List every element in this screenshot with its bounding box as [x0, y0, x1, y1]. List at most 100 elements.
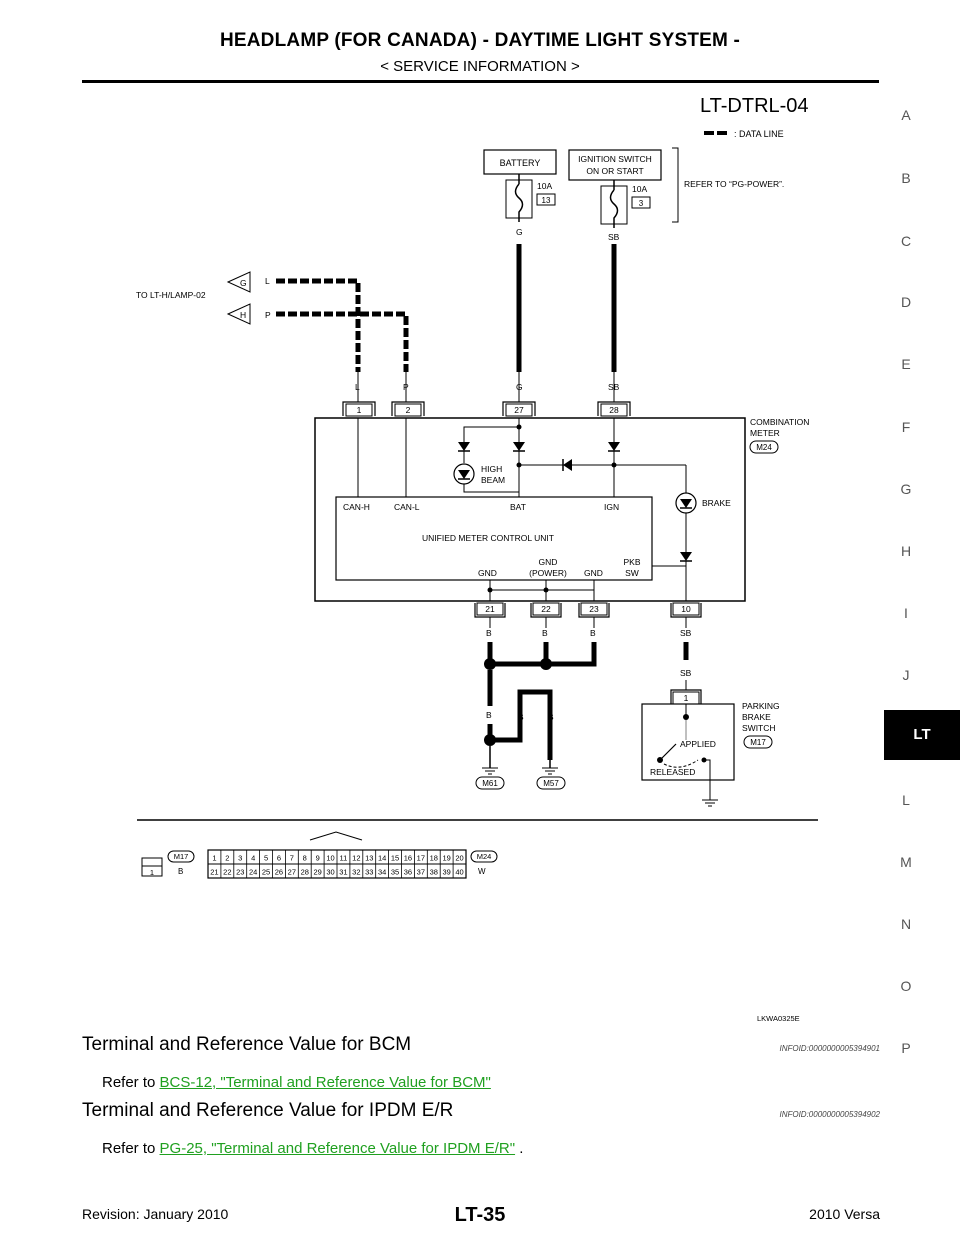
m24-pin-cell: 25 [262, 868, 270, 877]
wire-label-b-22: B [542, 628, 548, 638]
m24-pin-cell: 17 [417, 854, 425, 863]
m24-pin-cell: 18 [430, 854, 438, 863]
m24-pin-cell: 39 [442, 868, 450, 877]
pbs-label-2: BRAKE [742, 712, 771, 722]
switch-contact-icon [659, 743, 677, 761]
high-beam-label-2: BEAM [481, 475, 505, 485]
m24-pin-cell: 27 [288, 868, 296, 877]
fuse-3-number: 3 [639, 199, 644, 208]
connector-h: H [240, 310, 246, 320]
m24-pin-cell: 1 [212, 854, 216, 863]
side-index-i[interactable]: I [904, 605, 908, 621]
fuse-13-amp: 10A [537, 181, 552, 191]
side-index-h[interactable]: H [900, 543, 912, 559]
infoid-bcm: INFOID:0000000005394901 [779, 1044, 880, 1053]
m24-pin-cell: 29 [313, 868, 321, 877]
figure-code: LKWA0325E [757, 1014, 800, 1023]
side-index-m[interactable]: M [900, 854, 912, 870]
m24-pin-cell: 20 [455, 854, 463, 863]
diode-brake-feed [563, 459, 572, 471]
pbs-label-1: PARKING [742, 701, 780, 711]
bat-label: BAT [510, 502, 526, 512]
fuse-13-icon [514, 174, 524, 222]
m24-connector-label: M24 [477, 852, 492, 861]
footer-page-number: LT-35 [454, 1204, 506, 1226]
footer-model: 2010 Versa [809, 1206, 880, 1222]
m24-pin-cell: 37 [417, 868, 425, 877]
section-title-ipdm: Terminal and Reference Value for IPDM E/… [82, 1100, 454, 1121]
m17-label: M17 [750, 738, 766, 747]
side-index-l[interactable]: L [902, 792, 910, 808]
ignition-label-1: IGNITION SWITCH [578, 154, 652, 164]
diagram-id: LT-DTRL-04 [700, 95, 809, 117]
pin-2: 2 [406, 405, 411, 415]
side-index-o[interactable]: O [900, 978, 912, 994]
link-bcs-12[interactable]: BCS-12, "Terminal and Reference Value fo… [159, 1074, 491, 1091]
data-line-l [276, 278, 361, 372]
diode-pkb [680, 552, 692, 561]
infoid-ipdm: INFOID:0000000005394902 [779, 1110, 880, 1119]
side-index-c[interactable]: C [900, 233, 912, 249]
section-subtitle: < SERVICE INFORMATION > [380, 58, 580, 75]
connector-g-arrow [226, 271, 251, 293]
link-pg-25[interactable]: PG-25, "Terminal and Reference Value for… [159, 1140, 516, 1157]
pbs-label-3: SWITCH [742, 723, 776, 733]
side-index-j[interactable]: J [902, 667, 910, 683]
combination-meter-label-2: METER [750, 428, 780, 438]
data-line-p [276, 311, 409, 372]
m24-pin-cell: 24 [249, 868, 257, 877]
m24-pin-cell: 9 [316, 854, 320, 863]
diode-bat [513, 442, 525, 451]
m17-pin-1: 1 [684, 693, 689, 703]
pin-27: 27 [514, 405, 524, 415]
side-index-lt-active[interactable]: LT [884, 710, 960, 760]
pin-1: 1 [357, 405, 362, 415]
umcu-label: UNIFIED METER CONTROL UNIT [422, 533, 554, 543]
side-index-p[interactable]: P [901, 1040, 911, 1056]
wire-label-b-m61: B [486, 710, 492, 720]
ground-switch-icon [702, 799, 718, 807]
m61-badge [475, 776, 505, 790]
refer-bcm: Refer to BCS-12, "Terminal and Reference… [102, 1074, 491, 1091]
m17-badge [743, 735, 773, 749]
to-lamp-label: TO LT-H/LAMP-02 [136, 290, 206, 300]
side-index-g[interactable]: G [900, 481, 912, 497]
gnd-label-1: GND [478, 568, 497, 578]
m24-pin-cell: 38 [430, 868, 438, 877]
m17-connector-badge [167, 850, 195, 863]
m24-pin-cell: 26 [275, 868, 283, 877]
m24-pin-cell: 3 [238, 854, 242, 863]
side-index-e[interactable]: E [901, 356, 911, 372]
m24-pin-cell: 6 [277, 854, 281, 863]
m24-pin-cell: 4 [251, 854, 255, 863]
m24-label: M24 [756, 443, 772, 452]
m24-pin-cell: 14 [378, 854, 386, 863]
wire-label-b-b: B [548, 712, 554, 722]
gnd-power-label-2: (POWER) [529, 568, 567, 578]
combination-meter-label-1: COMBINATION [750, 417, 809, 427]
refer-ipdm-prefix: Refer to [102, 1140, 160, 1157]
side-index-n[interactable]: N [900, 916, 912, 932]
m24-connector-badge [470, 850, 498, 863]
legend-label: : DATA LINE [734, 129, 784, 139]
m24-pin-cell: 30 [326, 868, 334, 877]
m24-pin-cell: 11 [340, 854, 348, 863]
side-index-f[interactable]: F [901, 419, 911, 435]
ground-m61-icon [482, 767, 498, 775]
side-index-b[interactable]: B [901, 170, 911, 186]
m24-color: W [478, 867, 486, 876]
fuse-3-number-box [631, 196, 651, 209]
high-beam-label-1: HIGH [481, 464, 502, 474]
m24-pin-cell: 31 [339, 868, 347, 877]
side-index-d[interactable]: D [900, 294, 912, 310]
ignition-label-2: ON OR START [586, 166, 643, 176]
pin-23: 23 [589, 604, 599, 614]
parking-brake-switch-box [641, 703, 735, 781]
pin-22: 22 [541, 604, 551, 614]
wiring-diagram: LT-DTRL-04 : DATA LINE BATTERY IGNITION … [136, 95, 818, 1023]
wire-label-sb-top: SB [608, 232, 620, 242]
m17-connector-face [141, 857, 163, 877]
m24-pin-cell: 23 [236, 868, 244, 877]
refer-bracket [672, 147, 679, 223]
side-index-a[interactable]: A [901, 107, 911, 123]
